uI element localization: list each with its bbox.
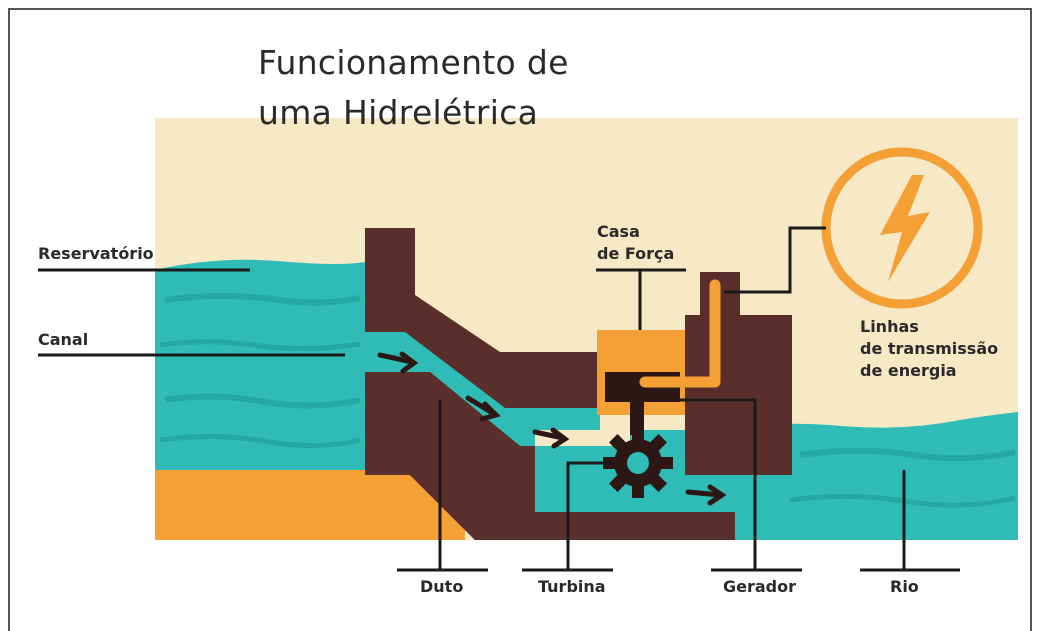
river-wave-2 bbox=[789, 493, 1016, 508]
label-linhas-2: de transmissão bbox=[860, 339, 999, 358]
label-turbina: Turbina bbox=[538, 577, 606, 596]
transmission-conduit bbox=[639, 279, 721, 388]
reservoir-wave-4 bbox=[159, 433, 361, 449]
label-linhas-3: de energia bbox=[860, 361, 957, 380]
arrow-right-icon bbox=[685, 484, 727, 506]
label-reservatorio: Reservatório bbox=[38, 244, 154, 263]
label-canal: Canal bbox=[38, 330, 89, 349]
title-line-2: uma Hidrelétrica bbox=[258, 93, 539, 132]
leader-linhas bbox=[724, 226, 826, 294]
leader-turbina bbox=[566, 461, 612, 570]
label-rio: Rio bbox=[890, 577, 919, 596]
river-wave-1 bbox=[799, 447, 1016, 462]
leader-gerador bbox=[680, 398, 757, 570]
ground bbox=[155, 470, 465, 540]
diagram-frame bbox=[8, 8, 1032, 631]
lightning-bolt-icon bbox=[880, 175, 930, 282]
page-title: Funcionamento de uma Hidrelétrica bbox=[258, 38, 569, 138]
reservoir-water bbox=[155, 259, 365, 470]
arrow-right-icon bbox=[532, 427, 570, 449]
arrow-right-icon bbox=[377, 351, 419, 374]
arrow-right-icon bbox=[465, 395, 501, 422]
reservoir-wave-2 bbox=[159, 339, 361, 352]
generator-shaft bbox=[630, 400, 644, 435]
title-line-1: Funcionamento de bbox=[258, 43, 569, 82]
label-casa-forca-1: Casa bbox=[597, 222, 640, 241]
label-linhas-1: Linhas bbox=[860, 317, 919, 336]
label-gerador: Gerador bbox=[723, 577, 797, 596]
label-duto: Duto bbox=[420, 577, 464, 596]
gear-icon bbox=[603, 428, 673, 498]
reservoir-wave-3 bbox=[164, 393, 361, 409]
reservoir-wave-1 bbox=[164, 293, 361, 306]
label-casa-forca-2: de Força bbox=[597, 244, 675, 263]
tunnel-lower bbox=[365, 372, 535, 540]
